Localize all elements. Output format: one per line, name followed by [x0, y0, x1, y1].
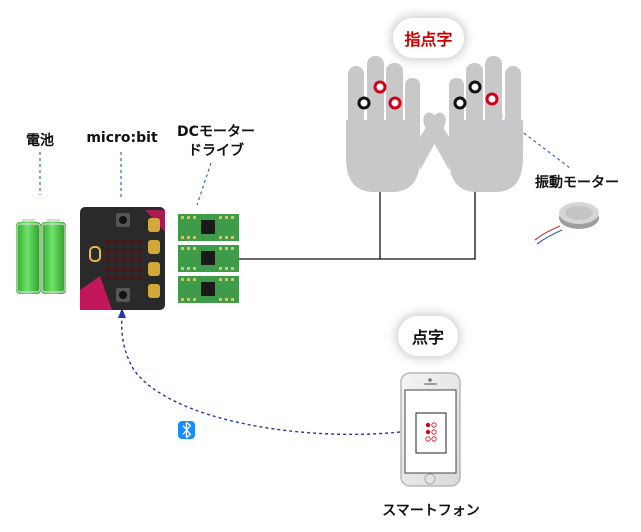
smartphone-label: スマートフォン	[382, 503, 480, 519]
battery-label: 電池	[26, 133, 54, 149]
left-hand-fingertips	[357, 80, 402, 110]
fingertip-braille-badge: 指点字	[393, 18, 464, 58]
braille-label: 点字	[411, 328, 444, 347]
smartphone-icon	[400, 372, 461, 487]
battery-icon	[16, 219, 66, 294]
vibration-motor-icon	[534, 202, 599, 245]
microbit-label: micro:bit	[86, 130, 158, 146]
dc-driver-label-line1: DCモーター	[177, 124, 255, 140]
right-hand-fingertips	[453, 80, 499, 110]
dc-driver-label-line2: ドライブ	[188, 143, 244, 159]
bluetooth-link-arrow	[118, 308, 126, 318]
microbit-board-icon	[80, 207, 165, 310]
braille-badge: 点字	[398, 316, 458, 356]
bluetooth-icon	[178, 421, 195, 439]
vibration-motor-label: 振動モーター	[535, 175, 619, 191]
bluetooth-link	[121, 315, 401, 436]
dc-driver-connector	[196, 162, 212, 206]
right-hand-icon	[423, 56, 523, 192]
fingertip-braille-label: 指点字	[404, 30, 453, 49]
dc-motor-driver-icon	[178, 214, 239, 303]
